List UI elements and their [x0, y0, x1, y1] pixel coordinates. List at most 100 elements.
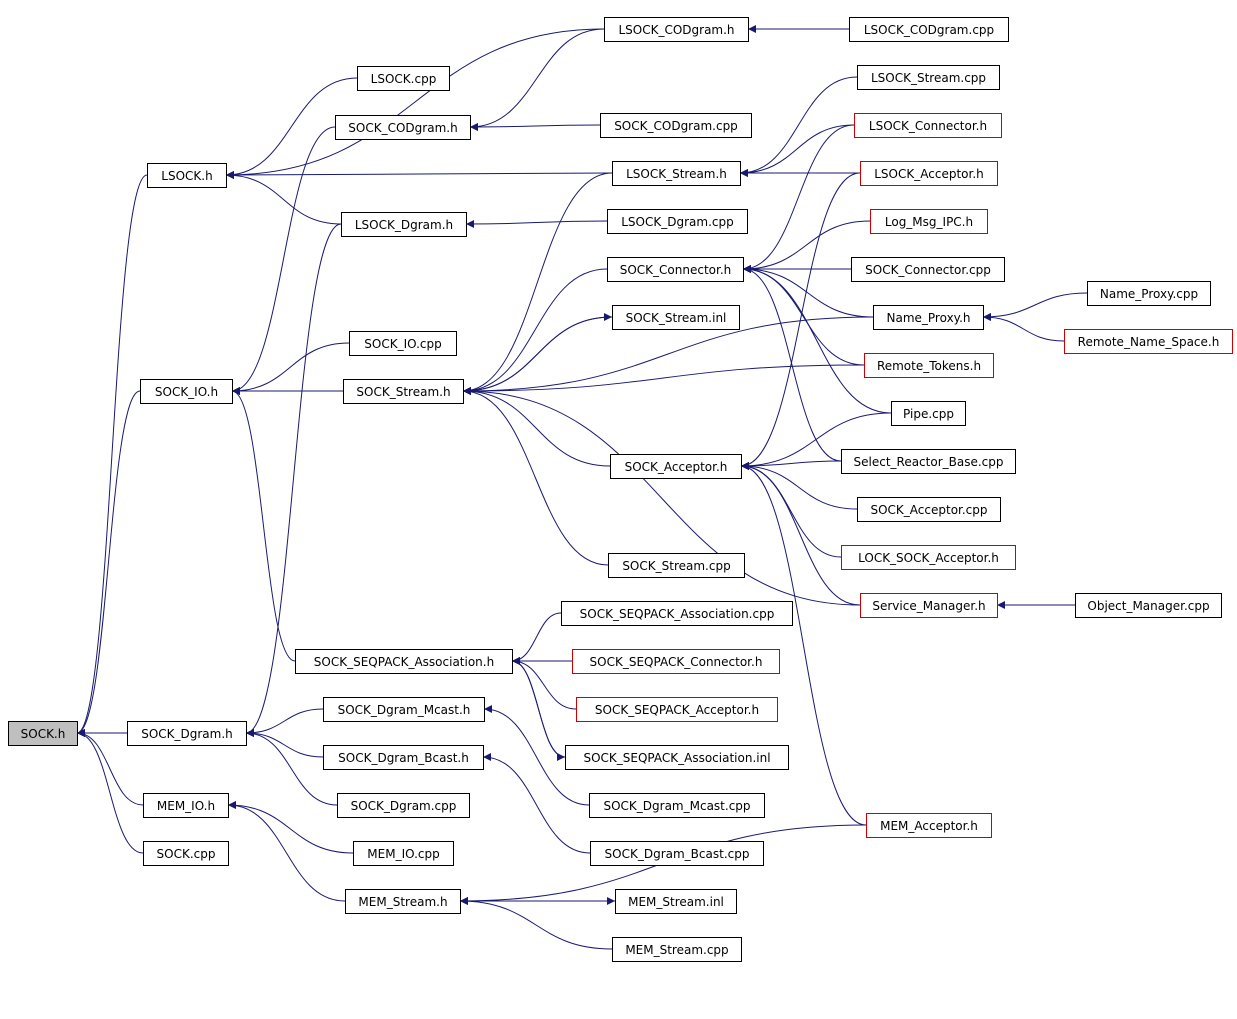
node-label: SOCK_Stream.cpp — [622, 559, 730, 573]
node-lsock-dgram-h[interactable]: LSOCK_Dgram.h — [341, 212, 467, 237]
node-mem-io-cpp[interactable]: MEM_IO.cpp — [353, 841, 454, 866]
node-box — [572, 649, 780, 674]
node-label: SOCK_CODgram.h — [348, 121, 457, 135]
node-sock-stream-h[interactable]: SOCK_Stream.h — [343, 379, 464, 404]
edge-line — [231, 126, 336, 395]
node-sock-io-h[interactable]: SOCK_IO.h — [140, 379, 233, 404]
node-sock-dgram-mcast-cpp[interactable]: SOCK_Dgram_Mcast.cpp — [589, 793, 765, 818]
node-sock-dgram-cpp[interactable]: SOCK_Dgram.cpp — [337, 793, 470, 818]
node-object-manager-cpp[interactable]: Object_Manager.cpp — [1075, 593, 1222, 618]
node-label: LSOCK_Stream.cpp — [871, 71, 986, 85]
node-sock-stream-inl[interactable]: SOCK_Stream.inl — [612, 305, 740, 330]
node-label: SOCK_Stream.h — [356, 385, 450, 399]
node-lsock-h[interactable]: LSOCK.h — [147, 163, 227, 188]
node-sock-seqpack-acceptor-h[interactable]: SOCK_SEQPACK_Acceptor.h — [576, 697, 778, 722]
edge-line — [742, 265, 842, 462]
edge-line — [740, 412, 892, 470]
node-sock-seqpack-association-h[interactable]: SOCK_SEQPACK_Association.h — [295, 649, 513, 674]
node-box — [854, 113, 1002, 138]
node-sock-dgram-bcast-cpp[interactable]: SOCK_Dgram_Bcast.cpp — [590, 841, 764, 866]
node-label: SOCK_Dgram_Mcast.cpp — [603, 799, 750, 813]
node-label: SOCK.h — [21, 727, 66, 741]
node-sock-acceptor-h[interactable]: SOCK_Acceptor.h — [610, 454, 742, 479]
edge-line — [740, 460, 842, 470]
node-label: Service_Manager.h — [872, 599, 985, 613]
node-remote-name-space-h[interactable]: Remote_Name_Space.h — [1064, 329, 1233, 354]
node-box — [615, 889, 737, 914]
node-sock-seqpack-association-inl[interactable]: SOCK_SEQPACK_Association.inl — [565, 745, 789, 770]
edge-sock-stream-cpp-to-sock-stream-h — [462, 387, 609, 566]
edge-line — [462, 268, 608, 395]
edge-sock-acceptor-h-to-sock-stream-h — [462, 387, 611, 467]
node-lsock-codgram-h[interactable]: LSOCK_CODgram.h — [604, 17, 749, 42]
edge-line — [462, 316, 613, 395]
node-label: LSOCK.h — [161, 169, 212, 183]
edge-sock-seqpack-association-inl-to-sock-seqpack-association-h — [511, 657, 566, 758]
node-lsock-cpp[interactable]: LSOCK.cpp — [357, 66, 450, 91]
node-lsock-dgram-cpp[interactable]: LSOCK_Dgram.cpp — [607, 209, 748, 234]
node-sock-seqpack-connector-h[interactable]: SOCK_SEQPACK_Connector.h — [572, 649, 780, 674]
node-remote-tokens-h[interactable]: Remote_Tokens.h — [864, 353, 994, 378]
node-service-manager-h[interactable]: Service_Manager.h — [860, 593, 998, 618]
node-box — [860, 593, 998, 618]
node-sock-connector-h[interactable]: SOCK_Connector.h — [607, 257, 744, 282]
node-select-reactor-base-cpp[interactable]: Select_Reactor_Base.cpp — [841, 449, 1016, 474]
edge-line — [459, 897, 613, 950]
node-lsock-acceptor-h[interactable]: LSOCK_Acceptor.h — [860, 161, 998, 186]
edge-name-proxy-h-to-sock-connector-h — [742, 265, 874, 318]
node-box — [589, 793, 765, 818]
node-mem-acceptor-h[interactable]: MEM_Acceptor.h — [866, 813, 992, 838]
node-sock-cpp[interactable]: SOCK.cpp — [143, 841, 229, 866]
node-box — [345, 889, 461, 914]
node-sock-io-cpp[interactable]: SOCK_IO.cpp — [349, 331, 457, 356]
node-label: SOCK_SEQPACK_Acceptor.h — [595, 703, 759, 717]
node-sock-stream-cpp[interactable]: SOCK_Stream.cpp — [608, 553, 745, 578]
node-box — [860, 161, 998, 186]
node-name-proxy-h[interactable]: Name_Proxy.h — [873, 305, 984, 330]
edge-mem-stream-cpp-to-mem-stream-h — [459, 897, 613, 950]
node-mem-stream-h[interactable]: MEM_Stream.h — [345, 889, 461, 914]
node-box — [295, 649, 513, 674]
node-lsock-stream-h[interactable]: LSOCK_Stream.h — [612, 161, 741, 186]
node-label: SOCK_Dgram.h — [141, 727, 233, 741]
node-name-proxy-cpp[interactable]: Name_Proxy.cpp — [1087, 281, 1211, 306]
node-pipe-cpp[interactable]: Pipe.cpp — [891, 401, 966, 426]
edge-lsock-stream-h-to-lsock-h — [225, 170, 613, 179]
edge-name-proxy-cpp-to-name-proxy-h — [982, 292, 1088, 321]
node-box — [353, 841, 454, 866]
edge-service-manager-h-to-sock-acceptor-h — [740, 462, 861, 606]
edge-sock-acceptor-cpp-to-sock-acceptor-h — [740, 462, 858, 510]
node-sock-dgram-mcast-h[interactable]: SOCK_Dgram_Mcast.h — [323, 697, 485, 722]
node-lock-sock-acceptor-h[interactable]: LOCK_SOCK_Acceptor.h — [841, 545, 1016, 570]
node-sock-acceptor-cpp[interactable]: SOCK_Acceptor.cpp — [857, 497, 1001, 522]
node-sock-dgram-bcast-h[interactable]: SOCK_Dgram_Bcast.h — [323, 745, 484, 770]
node-sock-codgram-h[interactable]: SOCK_CODgram.h — [335, 115, 471, 140]
edge-line — [225, 171, 342, 225]
node-sock-seqpack-association-cpp[interactable]: SOCK_SEQPACK_Association.cpp — [561, 601, 793, 626]
node-label: SOCK_Dgram_Mcast.h — [338, 703, 471, 717]
node-sock-dgram-h[interactable]: SOCK_Dgram.h — [127, 721, 247, 746]
node-lsock-stream-cpp[interactable]: LSOCK_Stream.cpp — [857, 65, 1000, 90]
node-lsock-connector-h[interactable]: LSOCK_Connector.h — [854, 113, 1002, 138]
node-sock-h[interactable]: SOCK.h — [8, 721, 78, 746]
node-box — [610, 454, 742, 479]
node-box — [600, 113, 752, 138]
node-box — [870, 209, 988, 234]
node-box — [866, 813, 992, 838]
node-label: MEM_IO.cpp — [367, 847, 439, 861]
edge-line — [462, 316, 874, 395]
node-sock-connector-cpp[interactable]: SOCK_Connector.cpp — [851, 257, 1005, 282]
node-mem-stream-inl[interactable]: MEM_Stream.inl — [615, 889, 737, 914]
node-log-msg-ipc-h[interactable]: Log_Msg_IPC.h — [870, 209, 988, 234]
node-mem-io-h[interactable]: MEM_IO.h — [143, 793, 229, 818]
edge-sock-dgram-mcast-cpp-to-sock-dgram-mcast-h — [483, 705, 590, 806]
node-sock-codgram-cpp[interactable]: SOCK_CODgram.cpp — [600, 113, 752, 138]
node-box — [335, 115, 471, 140]
node-label: SOCK_Dgram_Bcast.cpp — [605, 847, 750, 861]
edge-line — [511, 657, 577, 710]
node-lsock-codgram-cpp[interactable]: LSOCK_CODgram.cpp — [849, 17, 1009, 42]
edge-line — [76, 390, 141, 737]
node-box — [841, 449, 1016, 474]
node-box — [349, 331, 457, 356]
node-mem-stream-cpp[interactable]: MEM_Stream.cpp — [612, 937, 742, 962]
